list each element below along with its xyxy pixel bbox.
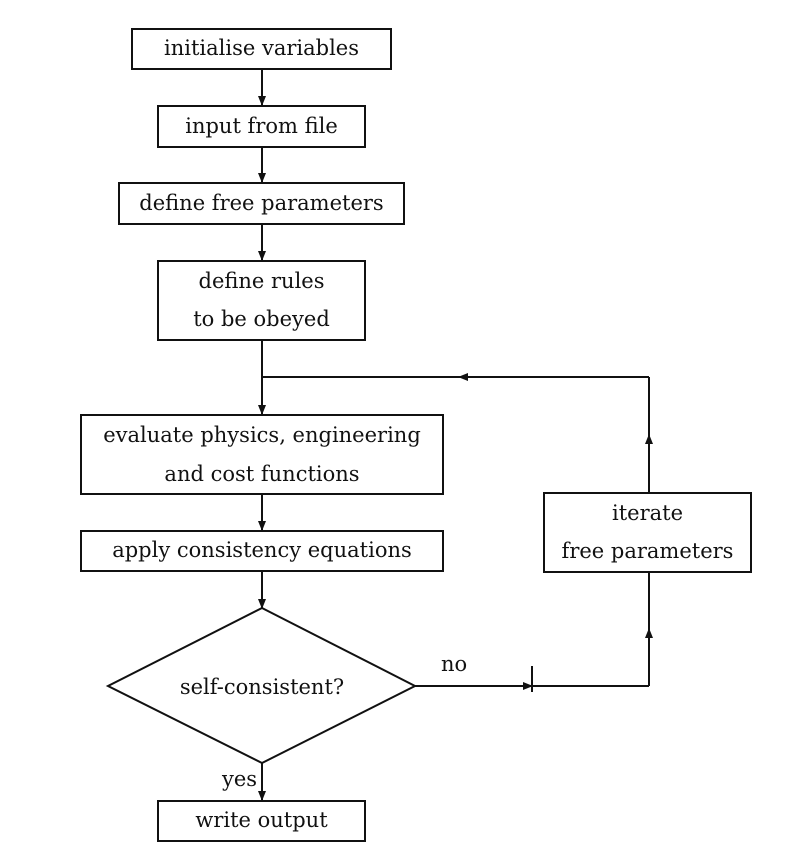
- branch-label-yes: yes: [222, 767, 258, 791]
- decision-label: self-consistent?: [179, 675, 345, 699]
- step-iterate-line-1: iterate: [611, 500, 683, 525]
- step-input-from-file: input from file: [157, 105, 366, 148]
- step-evaluate-line-2: and cost functions: [164, 461, 360, 486]
- step-define-rules-line-1: define rules: [198, 268, 325, 293]
- step-initialise-variables-label: initialise variables: [164, 36, 359, 61]
- step-apply-consistency-label: apply consistency equations: [112, 538, 412, 563]
- step-define-free-parameters: define free parameters: [118, 182, 405, 225]
- step-input-from-file-label: input from file: [185, 113, 338, 138]
- decision-diamond: [105, 606, 418, 765]
- step-iterate-line-2: free parameters: [561, 538, 734, 563]
- step-define-rules-line-2: to be obeyed: [193, 306, 330, 331]
- step-write-output-label: write output: [195, 808, 328, 833]
- step-evaluate-functions: evaluate physics, engineering and cost f…: [80, 414, 444, 495]
- step-iterate-free-parameters: iterate free parameters: [543, 492, 752, 573]
- step-define-rules: define rules to be obeyed: [157, 260, 366, 341]
- step-evaluate-line-1: evaluate physics, engineering: [103, 422, 421, 447]
- step-apply-consistency-equations: apply consistency equations: [80, 530, 444, 572]
- step-initialise-variables: initialise variables: [131, 28, 392, 70]
- branch-label-no: no: [441, 652, 468, 676]
- step-define-free-parameters-label: define free parameters: [139, 190, 384, 215]
- step-write-output: write output: [157, 800, 366, 842]
